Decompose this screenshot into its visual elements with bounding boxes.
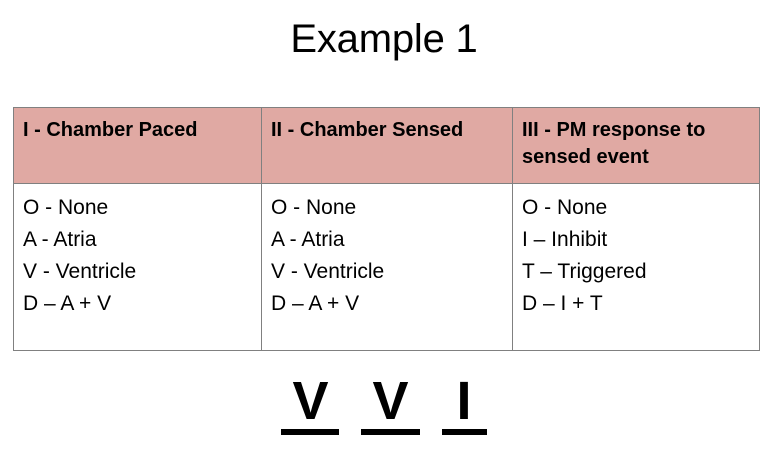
list-item: V - Ventricle	[23, 260, 137, 283]
option-list-chamber-sensed: O - None A - Atria V - Ventricle D – A +…	[262, 184, 512, 320]
answer-code-letter-1: V	[281, 372, 340, 435]
list-item: O - None	[522, 196, 608, 219]
list-item: I – Inhibit	[522, 228, 608, 251]
body-cell-pm-response: O - None I – Inhibit T – Triggered D – I…	[512, 183, 760, 351]
list-item: D – A + V	[271, 292, 360, 315]
option-list-chamber-paced: O - None A - Atria V - Ventricle D – A +…	[14, 184, 261, 320]
page-title: Example 1	[290, 17, 478, 61]
list-item: O - None	[23, 196, 109, 219]
list-item: V - Ventricle	[271, 260, 385, 283]
header-label-chamber-paced: I - Chamber Paced	[23, 119, 198, 141]
list-item: D – I + T	[522, 292, 603, 315]
body-cell-chamber-paced: O - None A - Atria V - Ventricle D – A +…	[13, 183, 262, 351]
list-item: A - Atria	[271, 228, 345, 251]
table-header-row: I - Chamber Paced II - Chamber Sensed II…	[13, 107, 760, 184]
option-list-pm-response: O - None I – Inhibit T – Triggered D – I…	[513, 184, 759, 320]
list-item: A - Atria	[23, 228, 97, 251]
answer-code-letter-2: V	[361, 372, 420, 435]
table-body-row: O - None A - Atria V - Ventricle D – A +…	[13, 183, 760, 351]
list-item: O - None	[271, 196, 357, 219]
list-item: D – A + V	[23, 292, 112, 315]
header-cell-chamber-sensed: II - Chamber Sensed	[261, 107, 513, 184]
header-cell-pm-response: III - PM response to sensed event	[512, 107, 760, 184]
answer-code-row: V V I	[0, 372, 768, 435]
list-item: T – Triggered	[522, 260, 647, 283]
header-cell-chamber-paced: I - Chamber Paced	[13, 107, 262, 184]
header-label-chamber-sensed: II - Chamber Sensed	[271, 119, 464, 141]
body-cell-chamber-sensed: O - None A - Atria V - Ventricle D – A +…	[261, 183, 513, 351]
answer-code-letter-3: I	[441, 372, 487, 435]
pacemaker-code-table: I - Chamber Paced II - Chamber Sensed II…	[13, 107, 760, 351]
header-label-pm-response: III - PM response to sensed event	[522, 119, 706, 168]
